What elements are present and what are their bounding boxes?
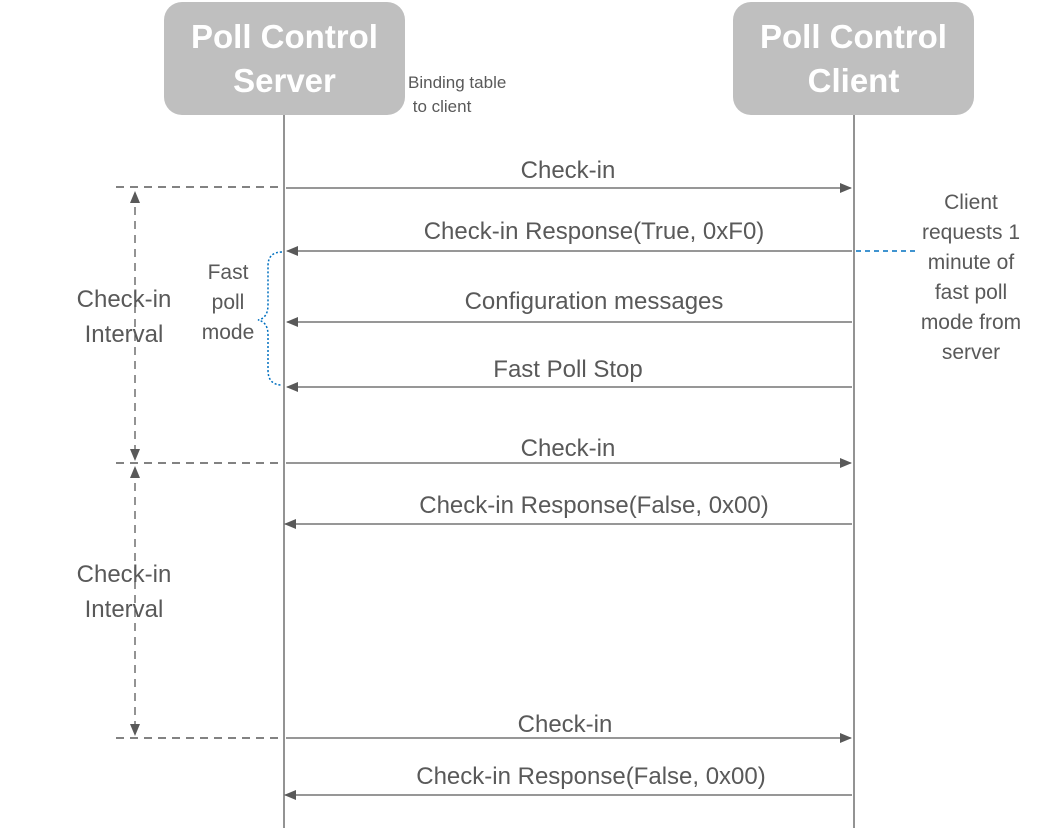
message-label-4: Fast Poll Stop	[493, 356, 643, 383]
client-participant-box: Poll Control Client	[733, 2, 974, 115]
message-label-5: Check-in	[520, 435, 616, 462]
fast-poll-brace	[257, 251, 283, 386]
message-label-1: Check-in	[520, 157, 616, 184]
interval-arrow-1-top	[130, 191, 140, 203]
server-title-line-2: Server	[233, 61, 336, 99]
client-note-line-1: Client	[944, 191, 998, 214]
server-title-line-1: Poll Control	[191, 17, 378, 55]
client-note-line-3: minute of	[927, 251, 1015, 274]
interval-label-2-line-2: Interval	[84, 596, 164, 623]
client-note-line-6: server	[941, 341, 1001, 364]
fast-poll-line-2: poll	[211, 291, 245, 314]
binding-note-line-1: Binding table	[408, 73, 507, 92]
interval-label-1-line-2: Interval	[84, 321, 164, 348]
client-note-line-4: fast poll	[934, 281, 1008, 304]
interval-label-1: Check-in Interval	[64, 282, 184, 352]
message-label-6: Check-in Response(False, 0x00)	[419, 492, 769, 519]
client-title-line-1: Poll Control	[760, 17, 947, 55]
message-label-3: Configuration messages	[464, 288, 724, 315]
client-title-line-2: Client	[807, 61, 900, 99]
interval-label-2-line-1: Check-in	[76, 561, 172, 588]
fast-poll-line-3: mode	[201, 321, 255, 344]
interval-arrow-2-top	[130, 466, 140, 478]
client-note-line-2: requests 1	[921, 221, 1021, 244]
binding-table-note: Binding table to client	[408, 71, 506, 119]
fast-poll-line-1: Fast	[207, 261, 249, 284]
message-label-2: Check-in Response(True, 0xF0)	[423, 218, 765, 245]
interval-label-1-line-1: Check-in	[76, 286, 172, 313]
interval-arrow-1-bottom	[130, 449, 140, 461]
server-participant-box: Poll Control Server	[164, 2, 405, 115]
message-label-8: Check-in Response(False, 0x00)	[416, 763, 766, 790]
client-note-line-5: mode from	[920, 311, 1022, 334]
binding-note-line-2: to client	[408, 97, 472, 116]
interval-label-2: Check-in Interval	[64, 557, 184, 627]
fast-poll-mode-label: Fast poll mode	[193, 258, 263, 348]
message-label-7: Check-in	[517, 711, 613, 738]
interval-arrow-2-bottom	[130, 724, 140, 736]
client-request-note: Client requests 1 minute of fast poll mo…	[906, 188, 1036, 368]
